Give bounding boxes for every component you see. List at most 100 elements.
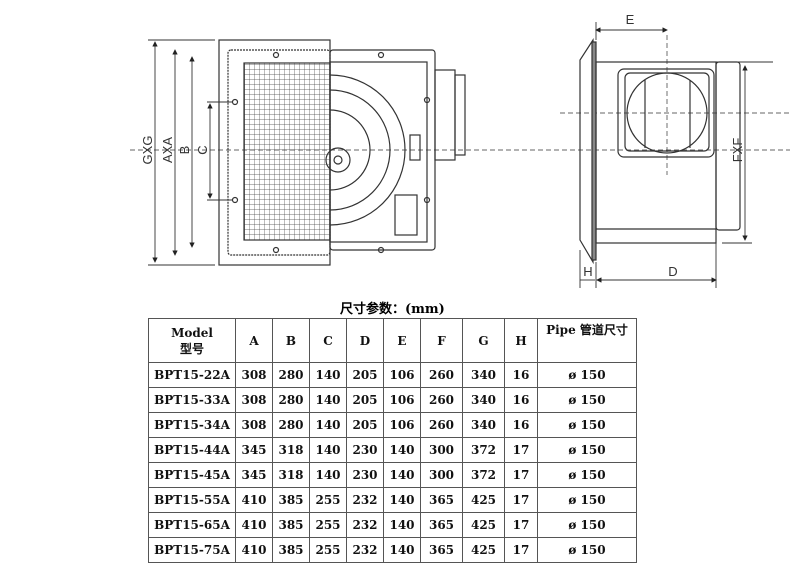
cell-value: 17 [504, 512, 538, 538]
cell-value: 365 [420, 487, 463, 513]
cell-value: 140 [309, 462, 347, 488]
cell-value: 318 [272, 462, 310, 488]
cell-value: 17 [504, 537, 538, 563]
cell-value: ø 150 [537, 362, 637, 388]
cell-value: 17 [504, 487, 538, 513]
cell-value: 140 [383, 437, 421, 463]
cell-value: 255 [309, 487, 347, 513]
cell-value: 260 [420, 412, 463, 438]
cell-value: 205 [346, 412, 384, 438]
cell-model: BPT15-75A [148, 537, 236, 563]
header-a: A [235, 318, 273, 363]
cell-value: 17 [504, 462, 538, 488]
header-b: B [272, 318, 310, 363]
cell-value: 425 [462, 537, 505, 563]
cell-value: 205 [346, 387, 384, 413]
cell-value: 308 [235, 362, 273, 388]
cell-value: 230 [346, 462, 384, 488]
header-model-cn: 型号 [179, 341, 204, 356]
cell-value: 385 [272, 512, 310, 538]
cell-value: ø 150 [537, 387, 637, 413]
cell-model: BPT15-44A [148, 437, 236, 463]
front-view [130, 39, 790, 266]
cell-value: 16 [504, 412, 538, 438]
cell-value: 106 [383, 412, 421, 438]
cell-value: 232 [346, 512, 384, 538]
cell-value: 410 [235, 537, 273, 563]
label-e: E [626, 12, 635, 27]
cell-value: 318 [272, 437, 310, 463]
cell-value: 140 [309, 387, 347, 413]
cell-value: ø 150 [537, 487, 637, 513]
cell-value: 410 [235, 487, 273, 513]
cell-value: 385 [272, 537, 310, 563]
cell-value: ø 150 [537, 512, 637, 538]
cell-value: 300 [420, 437, 463, 463]
label-c: C [195, 145, 210, 154]
header-e: E [383, 318, 421, 363]
cell-value: 16 [504, 387, 538, 413]
label-h: H [583, 264, 592, 279]
cell-value: 106 [383, 362, 421, 388]
header-pipe: Pipe 管道尺寸 [537, 318, 637, 363]
cell-model: BPT15-33A [148, 387, 236, 413]
label-d: D [668, 264, 677, 279]
cell-value: 372 [462, 462, 505, 488]
header-d: D [346, 318, 384, 363]
cell-model: BPT15-45A [148, 462, 236, 488]
label-gxg: GXG [140, 136, 155, 165]
cell-value: 17 [504, 437, 538, 463]
label-axa: AXA [160, 137, 175, 163]
cell-value: 340 [462, 412, 505, 438]
cell-value: 106 [383, 387, 421, 413]
cell-value: 140 [309, 412, 347, 438]
cell-model: BPT15-65A [148, 512, 236, 538]
cell-value: 385 [272, 487, 310, 513]
cell-value: 300 [420, 462, 463, 488]
cell-value: 345 [235, 462, 273, 488]
cell-value: 365 [420, 537, 463, 563]
cell-value: 260 [420, 387, 463, 413]
label-b: B [177, 146, 192, 155]
cell-value: 280 [272, 362, 310, 388]
header-g: G [462, 318, 505, 363]
label-fxf: FXF [730, 138, 745, 163]
cell-value: 255 [309, 512, 347, 538]
cell-model: BPT15-55A [148, 487, 236, 513]
cell-value: 230 [346, 437, 384, 463]
cell-value: ø 150 [537, 462, 637, 488]
cell-value: 340 [462, 362, 505, 388]
cell-value: 16 [504, 362, 538, 388]
cell-value: 140 [383, 487, 421, 513]
cell-value: 425 [462, 512, 505, 538]
cell-value: 232 [346, 487, 384, 513]
cell-value: ø 150 [537, 412, 637, 438]
cell-value: ø 150 [537, 537, 637, 563]
header-h: H [504, 318, 538, 363]
cell-value: 280 [272, 387, 310, 413]
cell-value: 140 [309, 437, 347, 463]
header-c: C [309, 318, 347, 363]
cell-value: 205 [346, 362, 384, 388]
cell-value: 410 [235, 512, 273, 538]
cell-value: 255 [309, 537, 347, 563]
cell-value: 308 [235, 412, 273, 438]
cell-value: 140 [383, 537, 421, 563]
cell-model: BPT15-34A [148, 412, 236, 438]
cell-value: 232 [346, 537, 384, 563]
cell-value: 345 [235, 437, 273, 463]
header-f: F [420, 318, 463, 363]
fan-dimension-drawing: GXG AXA B C E FXF H D [130, 12, 790, 288]
cell-value: 260 [420, 362, 463, 388]
cell-value: 372 [462, 437, 505, 463]
